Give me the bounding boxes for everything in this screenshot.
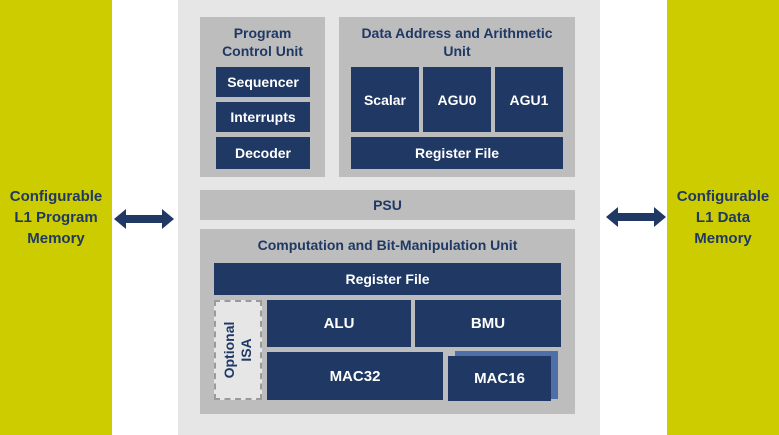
daau-register-file-block: Register File [351, 137, 563, 169]
agu0-block: AGU0 [423, 67, 491, 132]
left-bidirectional-arrow [114, 209, 174, 229]
interrupts-block: Interrupts [216, 102, 310, 132]
psu-bar: PSU [200, 190, 575, 220]
scalar-block: Scalar [351, 67, 419, 132]
alu-block: ALU [267, 300, 411, 347]
program-control-unit-title: Program Control Unit [222, 25, 303, 59]
right-bidirectional-arrow [606, 207, 666, 227]
data-address-arithmetic-unit-title: Data Address and Arithmetic Unit [361, 25, 553, 59]
decoder-block: Decoder [216, 137, 310, 169]
computation-bit-manipulation-unit-title: Computation and Bit-Manipulation Unit [257, 237, 518, 253]
sequencer-block: Sequencer [216, 67, 310, 97]
optional-isa-label: Optional ISA [221, 321, 254, 379]
mac16-block: MAC16 [448, 356, 551, 401]
agu1-block: AGU1 [495, 67, 563, 132]
l1-program-memory: Configurable L1 Program Memory [0, 0, 112, 435]
l1-data-memory: Configurable L1 Data Memory [667, 0, 779, 435]
cbmu-register-file-block: Register File [214, 263, 561, 295]
mac32-block: MAC32 [267, 352, 443, 400]
bmu-block: BMU [415, 300, 561, 347]
optional-isa-box: Optional ISA [214, 300, 262, 400]
